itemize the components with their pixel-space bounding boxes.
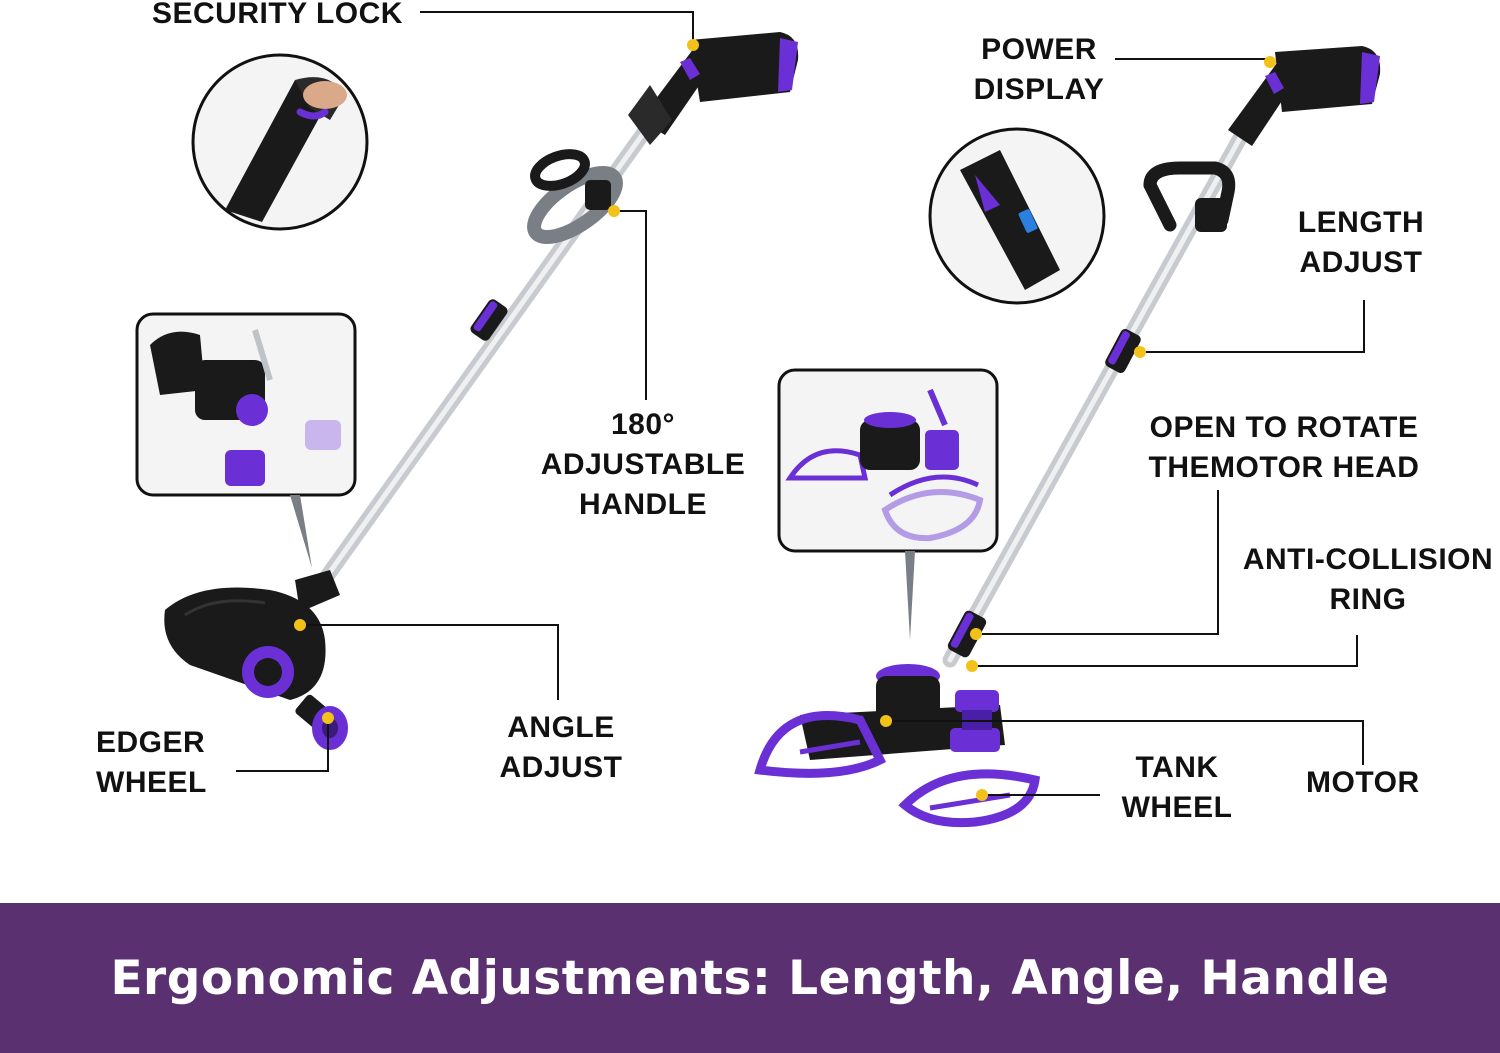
- edger-zoom-pointer: [290, 495, 312, 568]
- callout-line: ANGLE: [507, 711, 615, 744]
- left-battery-handle: [628, 32, 799, 145]
- callout-angle-adjust: ANGLE ADJUST: [496, 708, 626, 788]
- power-display-closeup-icon: [928, 127, 1106, 305]
- banner-text: Ergonomic Adjustments: Length, Angle, Ha…: [110, 950, 1390, 1006]
- callout-line: 180°: [610, 408, 676, 441]
- right-motor-head: [754, 664, 1041, 828]
- callout-line: EDGER: [96, 726, 206, 759]
- callout-line: POWER: [981, 33, 1097, 66]
- callout-line: MOTOR: [1306, 766, 1420, 799]
- marker-dots: [294, 39, 1276, 801]
- right-d-handle: [1143, 161, 1236, 232]
- callout-anti-collision: ANTI-COLLISION RING: [1242, 540, 1494, 620]
- callout-line: ADJUSTABLE: [540, 448, 746, 481]
- callout-line: WHEEL: [1121, 791, 1233, 824]
- product-illustration: [135, 11, 1381, 828]
- callout-tank-wheel: TANK WHEEL: [1112, 748, 1242, 828]
- callout-line: LENGTH: [1297, 206, 1425, 239]
- callout-line: TANK: [1135, 751, 1219, 784]
- left-edger-head: [164, 570, 348, 750]
- callout-line: WHEEL: [96, 766, 207, 799]
- guard-zoom-pointer: [905, 551, 915, 640]
- left-trimmer-illustration: [164, 32, 799, 750]
- callout-line: ADJUST: [499, 751, 623, 784]
- left-loop-handle: [527, 149, 623, 245]
- callout-rotate-head: OPEN TO ROTATE THEMOTOR HEAD: [1144, 408, 1424, 488]
- bottom-banner: Ergonomic Adjustments: Length, Angle, Ha…: [0, 903, 1500, 1053]
- callout-line: SECURITY LOCK: [152, 0, 403, 30]
- callout-line: ANTI-COLLISION: [1242, 543, 1494, 576]
- security-lock-closeup-icon: [191, 53, 369, 231]
- callout-line: THEMOTOR HEAD: [1148, 451, 1420, 484]
- edger-head-closeup-icon: [135, 312, 357, 497]
- callout-line: DISPLAY: [973, 73, 1105, 106]
- callout-line: ADJUST: [1299, 246, 1423, 279]
- callout-length-adjust: LENGTH ADJUST: [1294, 203, 1428, 283]
- right-trimmer-illustration: [754, 46, 1381, 828]
- right-battery-handle: [1228, 46, 1381, 146]
- callout-adjustable-handle: 180° ADJUSTABLE HANDLE: [540, 405, 746, 525]
- callout-security-lock: SECURITY LOCK: [152, 0, 403, 34]
- callout-power-display: POWER DISPLAY: [970, 30, 1108, 110]
- callout-edger-wheel: EDGER WHEEL: [96, 723, 207, 803]
- rotating-guard-closeup-icon: [777, 368, 999, 553]
- callout-line: OPEN TO ROTATE: [1149, 411, 1419, 444]
- callout-motor: MOTOR: [1306, 763, 1420, 803]
- callout-line: HANDLE: [579, 488, 707, 521]
- callout-line: RING: [1329, 583, 1407, 616]
